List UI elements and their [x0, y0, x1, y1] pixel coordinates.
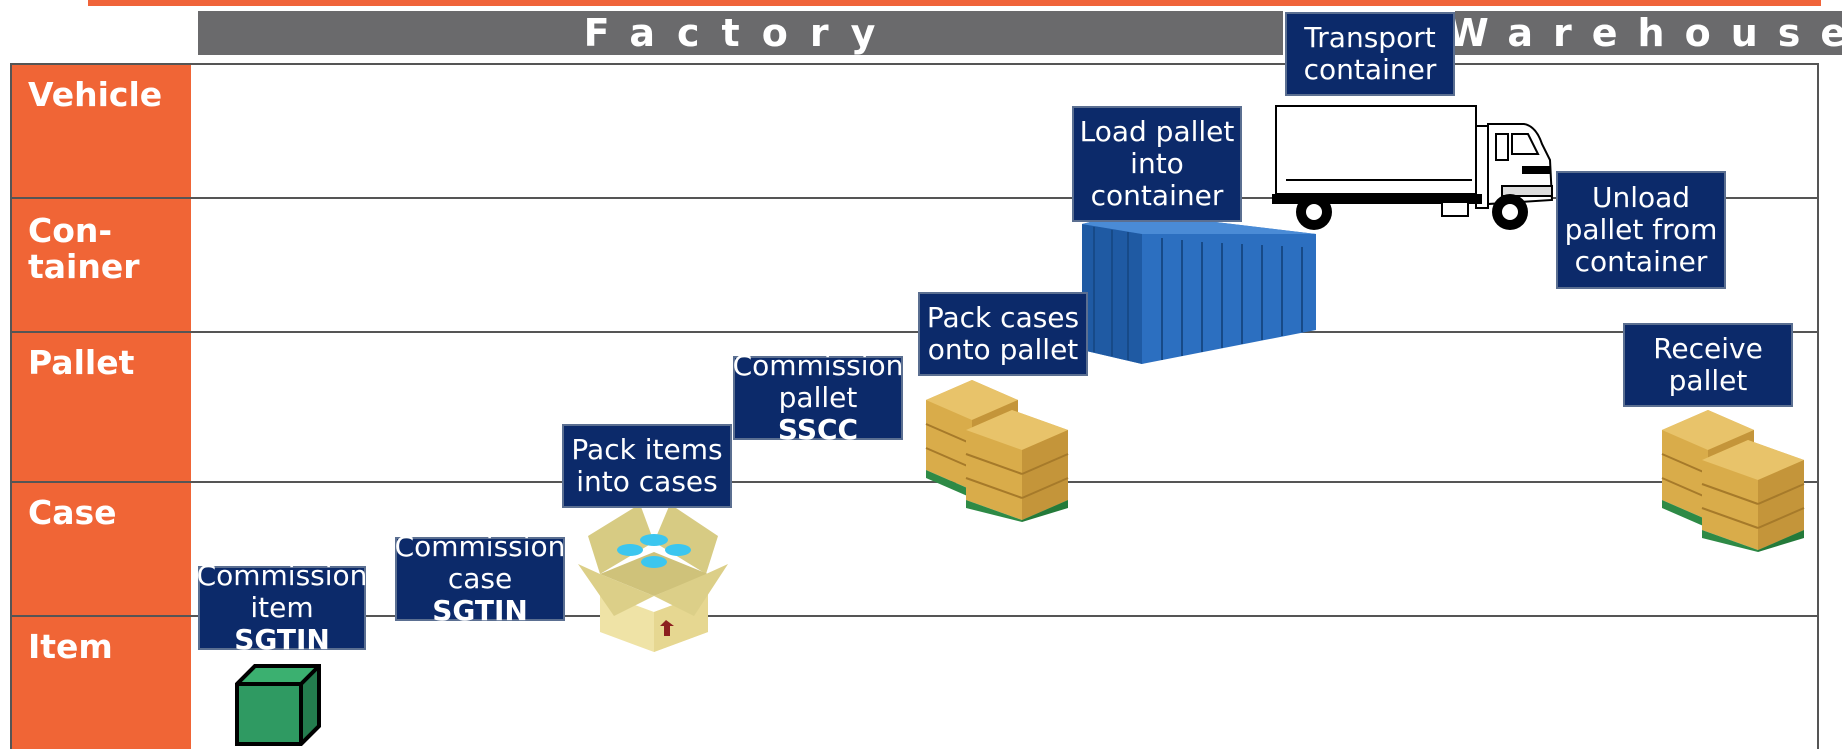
- step-label: container: [1303, 53, 1437, 86]
- lane-label-case: Case: [28, 493, 117, 532]
- step-label: pallet SSCC: [735, 382, 901, 446]
- step-label: Commission: [394, 530, 566, 563]
- step-label: container: [1090, 179, 1224, 212]
- commission-case-step: Commission case SGTIN: [395, 531, 566, 627]
- shipping-container-icon: [1082, 212, 1316, 364]
- step-label: onto pallet: [927, 333, 1079, 366]
- commission-item-step: Commission item SGTIN: [197, 560, 368, 656]
- step-label-code: SGTIN: [234, 623, 330, 656]
- receive-pallet-step: Receive pallet: [1623, 323, 1793, 407]
- step-label-code: SGTIN: [432, 594, 528, 627]
- step-label-code: SSCC: [777, 413, 859, 446]
- lane-divider: [12, 481, 1819, 483]
- step-label: into cases: [576, 465, 718, 498]
- step-label: pallet from: [1564, 213, 1718, 246]
- pallet-of-boxes-icon: [925, 380, 1069, 522]
- step-label: Commission: [196, 559, 368, 592]
- step-label: pallet: [1668, 364, 1748, 397]
- lane-label-item: Item: [28, 627, 113, 666]
- warehouse-header: Warehouse: [1447, 11, 1845, 55]
- step-label: Load pallet: [1079, 115, 1235, 148]
- step-label-prefix: pallet: [778, 381, 858, 414]
- step-label: container: [1574, 245, 1708, 278]
- lane-label-pallet: Pallet: [28, 343, 135, 382]
- factory-header: Factory: [198, 11, 1283, 55]
- load-pallet-step: Load pallet into container: [1072, 106, 1242, 222]
- factory-header-label: Factory: [583, 11, 898, 55]
- lane-divider: [12, 197, 1819, 199]
- step-label: Receive: [1653, 332, 1763, 365]
- lane-label-container: Con- tainer: [28, 211, 140, 286]
- step-label: into: [1130, 147, 1184, 180]
- unload-pallet-step: Unload pallet from container: [1556, 171, 1726, 289]
- swimlane-grid: [10, 63, 1819, 749]
- step-label: Unload: [1591, 181, 1691, 214]
- lane-divider: [12, 615, 1819, 617]
- warehouse-header-label: Warehouse: [1446, 11, 1845, 55]
- green-cube-icon: [235, 664, 321, 746]
- step-label: item SGTIN: [200, 592, 364, 656]
- step-label: Pack items: [571, 433, 723, 466]
- lane-divider: [12, 331, 1819, 333]
- top-accent-bar: [88, 0, 1821, 6]
- pack-cases-step: Pack cases onto pallet: [918, 292, 1088, 376]
- lane-label-vehicle: Vehicle: [28, 75, 163, 114]
- commission-pallet-step: Commission pallet SSCC: [733, 350, 904, 446]
- step-label-prefix: item: [250, 591, 314, 624]
- truck-icon: [1272, 105, 1554, 230]
- open-box-icon: [578, 504, 728, 652]
- step-label: Commission: [732, 349, 904, 382]
- step-label: case SGTIN: [397, 563, 563, 627]
- step-label-prefix: case: [447, 562, 513, 595]
- transport-container-step: Transport container: [1285, 12, 1455, 96]
- lane-label-column: Vehicle Con- tainer Pallet Case Item: [12, 65, 191, 749]
- step-label: Pack cases: [926, 301, 1080, 334]
- pallet-of-boxes-icon: [1661, 410, 1805, 552]
- step-label: Transport: [1304, 21, 1436, 54]
- pack-items-step: Pack items into cases: [562, 424, 732, 508]
